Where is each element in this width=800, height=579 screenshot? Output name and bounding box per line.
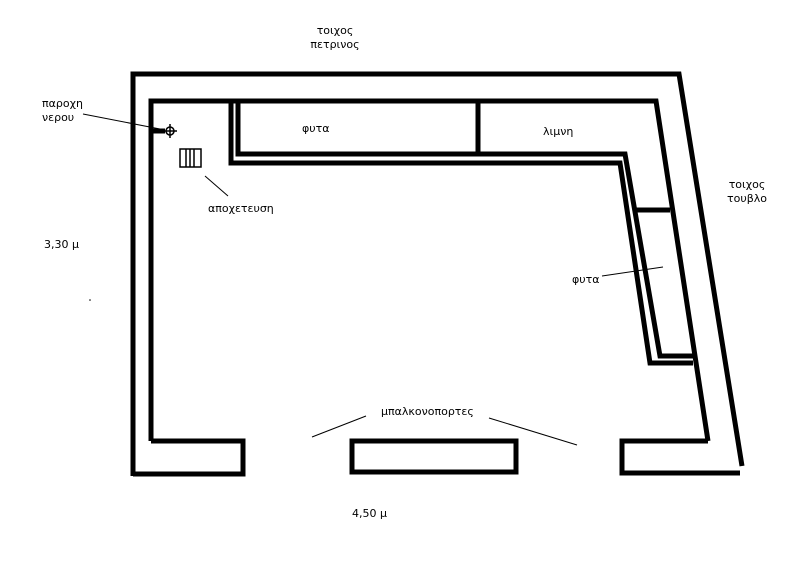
label-wall-brick: τοιχος τουβλο — [716, 178, 778, 206]
leader-balcony-left — [311, 415, 367, 438]
label-dimension-height: 3,30 μ — [44, 238, 79, 251]
wall-segment-left — [133, 438, 246, 477]
label-plants-right: φυτα — [572, 273, 600, 286]
label-water-supply: παροχη νερου — [42, 97, 83, 125]
label-wall-stone-line1: τοιχος — [316, 24, 354, 37]
label-water-supply-line2: νερου — [42, 111, 75, 124]
leader-drain — [204, 175, 229, 197]
label-wall-brick-line2: τουβλο — [727, 192, 767, 205]
wall-segment-right — [619, 438, 740, 476]
label-balcony-doors: μπαλκονοπορτες — [381, 405, 474, 418]
planter-inner — [235, 101, 697, 359]
water-tap-icon — [163, 124, 177, 138]
leader-plants-right — [601, 266, 664, 277]
label-dimension-width: 4,50 μ — [352, 507, 387, 520]
planter-outer — [228, 101, 693, 366]
outer-wall — [130, 71, 745, 476]
label-wall-brick-line1: τοιχος — [728, 178, 766, 191]
label-wall-stone-line2: πετρινος — [310, 38, 360, 51]
label-pond: λιμνη — [543, 125, 574, 138]
label-drain: αποχετευση — [208, 202, 274, 215]
inner-wall — [148, 98, 711, 442]
label-water-supply-line1: παροχη — [42, 97, 83, 110]
drain-icon — [179, 148, 202, 168]
stray-dot — [89, 299, 91, 301]
wall-segment-middle — [349, 438, 519, 475]
label-plants-top: φυτα — [302, 122, 330, 135]
leader-water-supply — [82, 113, 161, 130]
label-wall-stone: τοιχος πετρινος — [300, 24, 370, 52]
leader-balcony-right — [488, 417, 578, 446]
